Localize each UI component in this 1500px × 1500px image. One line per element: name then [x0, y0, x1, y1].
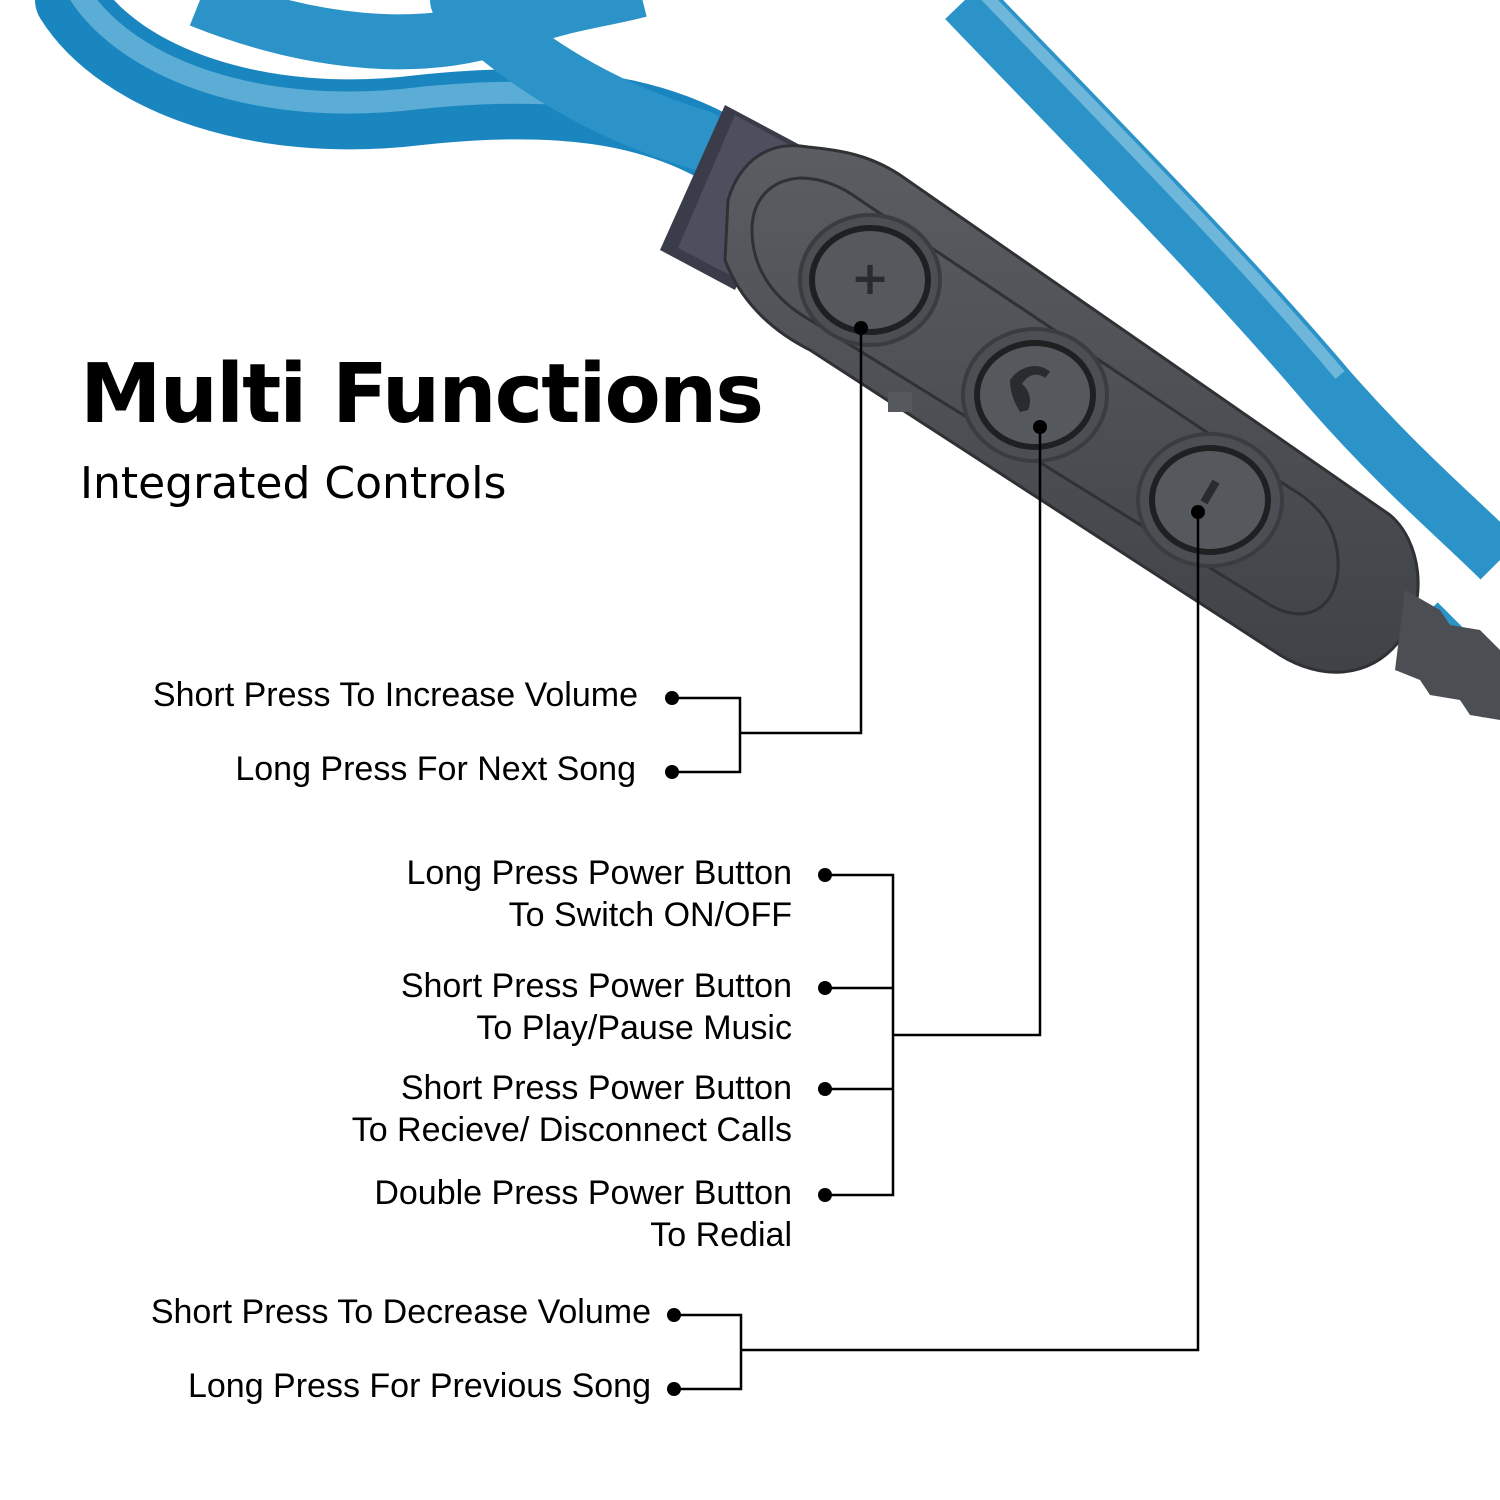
volume-up-label-2: Long Press For Next Song [235, 750, 636, 788]
leader-lines [672, 328, 1200, 1391]
side-switch [888, 392, 912, 412]
page-title: Multi Functions [80, 347, 764, 442]
power-item-1: Long Press Power Button To Switch ON/OFF [406, 852, 792, 936]
power-item-3: Short Press Power Button To Recieve/ Dis… [352, 1067, 792, 1151]
page-subtitle: Integrated Controls [80, 458, 507, 509]
cable-loop [189, 0, 730, 170]
leader-dots [665, 321, 1205, 1396]
power-item-3-line-2: To Recieve/ Disconnect Calls [351, 1111, 792, 1149]
power-item-4-line-1: Double Press Power Button [374, 1174, 792, 1212]
volume-down-label-1: Short Press To Decrease Volume [150, 1293, 651, 1331]
cable-right [945, 0, 1500, 580]
power-item-2-line-2: To Play/Pause Music [476, 1009, 792, 1047]
volume-up-button[interactable]: + [798, 213, 942, 347]
plus-icon: + [851, 251, 890, 305]
power-item-4-line-2: To Redial [650, 1216, 792, 1254]
phone-icon [1010, 366, 1050, 412]
minus-icon [1200, 479, 1220, 505]
power-item-2-line-1: Short Press Power Button [400, 967, 792, 1005]
volume-down-label-2: Long Press For Previous Song [187, 1367, 651, 1405]
volume-up-label-1: Short Press To Increase Volume [152, 676, 638, 714]
power-item-2: Short Press Power Button To Play/Pause M… [401, 965, 792, 1049]
power-item-1-line-2: To Switch ON/OFF [508, 896, 792, 934]
power-item-4: Double Press Power Button To Redial [374, 1172, 792, 1256]
call-button[interactable] [961, 327, 1109, 463]
volume-down-button[interactable] [1136, 432, 1284, 568]
power-item-3-line-1: Short Press Power Button [400, 1069, 792, 1107]
power-item-1-line-1: Long Press Power Button [406, 854, 792, 892]
